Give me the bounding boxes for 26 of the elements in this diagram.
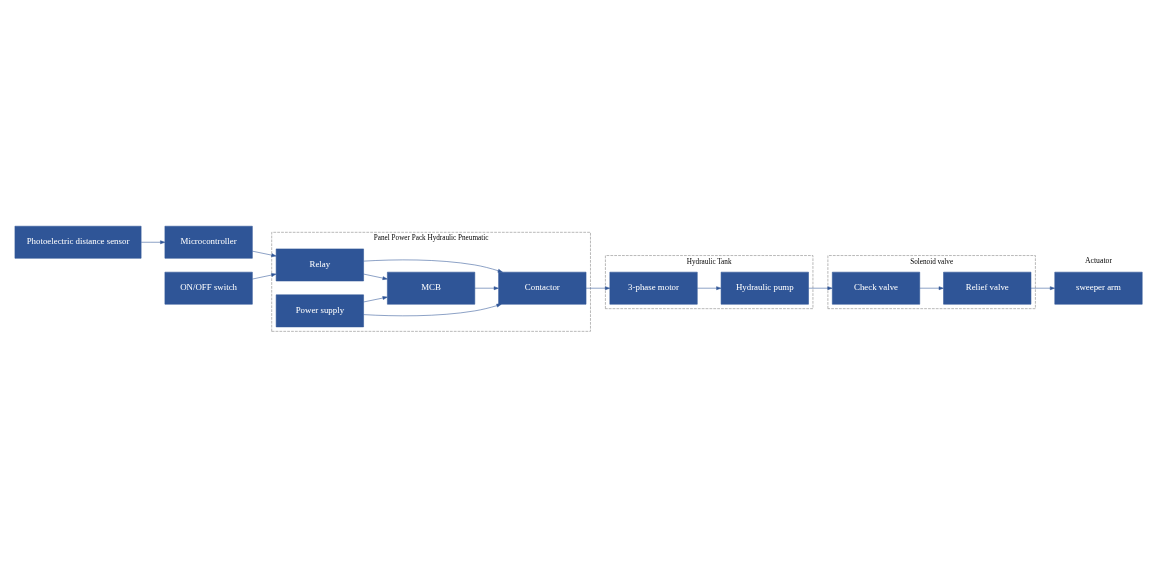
node-box: sweeper arm xyxy=(1054,271,1143,304)
arrow xyxy=(363,295,388,302)
node-box: Relief valve xyxy=(943,271,1032,304)
node-box: Power supply xyxy=(275,294,364,327)
arrow xyxy=(808,285,833,290)
node-box: ON/OFF switch xyxy=(164,271,253,304)
arrow xyxy=(919,285,944,290)
node-box: Check valve xyxy=(832,271,920,304)
node-box: 3-phase motor xyxy=(609,271,698,304)
node-box: Photoelectric distance sensor xyxy=(14,225,142,259)
arrow xyxy=(252,250,277,257)
arrow xyxy=(363,273,388,280)
node-box: Microcontroller xyxy=(164,225,253,259)
arrow xyxy=(1030,285,1055,290)
arrow xyxy=(140,239,166,244)
node-box: Contactor xyxy=(498,271,587,304)
node-box: Hydraulic pump xyxy=(720,271,809,304)
arrow xyxy=(252,272,277,279)
arrow xyxy=(363,259,503,273)
node-box: Relay xyxy=(275,248,364,281)
arrow xyxy=(697,285,722,290)
arrow xyxy=(474,285,499,290)
node-label: Actuator xyxy=(1084,255,1113,265)
arrow xyxy=(363,303,502,316)
arrow xyxy=(585,285,610,290)
node-box: MCB xyxy=(387,271,476,304)
